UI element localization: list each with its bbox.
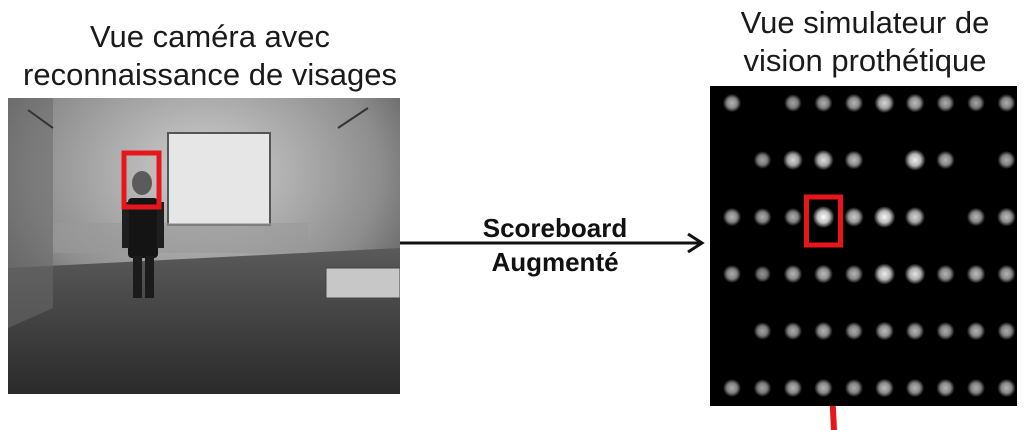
simulator-caption-line1: Vue simulateur de (740, 5, 990, 40)
phosphene-dot (997, 264, 1016, 284)
phosphene-dot (936, 150, 955, 170)
simulator-background (710, 86, 1017, 406)
camera-caption-line2: reconnaissance de visages (23, 57, 397, 92)
phosphene-dot (875, 378, 894, 398)
phosphene-dot (753, 322, 772, 340)
phosphene-dot (723, 379, 741, 397)
phosphene-dot (784, 94, 802, 112)
phosphene-dot (784, 208, 802, 226)
face-detection-box (121, 150, 162, 210)
phosphene-dot (754, 265, 771, 283)
ceiling-cable-1 (27, 109, 54, 129)
phosphene-dot (997, 378, 1016, 398)
phosphene-dot (967, 379, 985, 397)
phosphene-dot (905, 321, 925, 341)
side-table (325, 267, 400, 299)
simulator-caption-line2: vision prothétique (743, 43, 987, 78)
phosphene-dot (784, 322, 802, 340)
ceiling-cable-2 (337, 107, 369, 129)
phosphene-dot (874, 93, 895, 113)
phosphene-dot (814, 94, 833, 112)
phosphene-dot (812, 206, 835, 228)
phosphene-dot (783, 378, 803, 398)
phosphene-highlight-box (804, 194, 843, 248)
phosphene-dot (813, 149, 834, 171)
arrow-label-line2: Augmenté (491, 247, 619, 277)
whiteboard (167, 132, 271, 226)
arrow-label-line1: Scoreboard (482, 213, 628, 243)
wall-panel (53, 223, 308, 253)
phosphene-dot (997, 322, 1016, 340)
camera-view-image (8, 98, 400, 394)
phosphene-dot (936, 264, 955, 284)
phosphene-dot (966, 264, 986, 284)
phosphene-dot (873, 263, 896, 285)
phosphene-grid (722, 93, 1016, 398)
camera-caption-line1: Vue caméra avec (89, 19, 331, 54)
phosphene-dot (844, 150, 864, 170)
phosphene-dot (814, 264, 833, 284)
phosphene-dot (753, 379, 772, 397)
phosphene-dot (753, 208, 772, 226)
phosphene-dot (966, 207, 986, 227)
phosphene-dot (997, 207, 1016, 227)
phosphene-dot (845, 379, 863, 397)
phosphene-dot (936, 378, 955, 398)
phosphene-dot (783, 264, 803, 284)
phosphene-dot (844, 93, 864, 113)
phosphene-dot (844, 207, 864, 227)
phosphene-dot (936, 94, 955, 112)
phosphene-dot (873, 206, 896, 228)
phosphene-dot (905, 378, 925, 398)
room-floor (8, 248, 400, 394)
phosphene-dot (905, 93, 925, 113)
phosphene-dot (723, 265, 741, 283)
phosphene-dot (844, 264, 864, 284)
camera-view-caption: Vue caméra avec reconnaissance de visage… (0, 18, 420, 94)
phosphene-dot (814, 378, 833, 398)
phosphene-dot (783, 150, 803, 170)
phosphene-dot (875, 321, 894, 341)
phosphene-dot (753, 151, 772, 169)
phosphene-dot (904, 263, 926, 285)
phosphene-dot (997, 94, 1016, 112)
simulator-view-caption: Vue simulateur de vision prothétique (705, 4, 1025, 80)
room-wall-left (8, 98, 53, 328)
phosphene-dot (722, 93, 742, 113)
phosphene-dot (966, 321, 986, 341)
phosphene-dot (722, 207, 742, 227)
phosphene-dot (814, 321, 833, 341)
phosphene-dot (845, 322, 863, 340)
phosphene-dot (904, 149, 926, 171)
phosphene-dot (936, 322, 955, 340)
phosphene-dot (905, 207, 925, 227)
person-figure (122, 171, 164, 298)
simulator-view-image (710, 86, 1017, 406)
phosphene-dot (997, 151, 1016, 169)
phosphene-dot (967, 94, 985, 112)
